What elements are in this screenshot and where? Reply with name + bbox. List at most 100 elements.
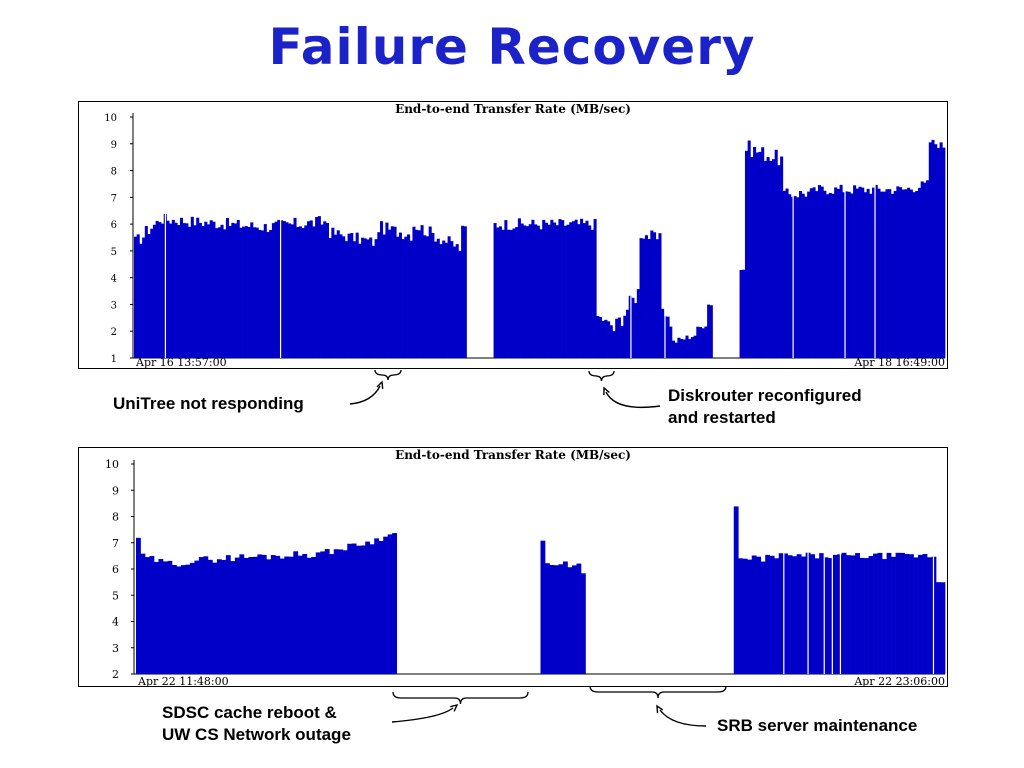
data-bar bbox=[320, 224, 324, 358]
data-bar bbox=[309, 220, 313, 358]
data-bar bbox=[886, 552, 892, 674]
data-bar bbox=[525, 226, 530, 358]
data-bar bbox=[179, 217, 184, 358]
sample-gap-line bbox=[792, 117, 794, 358]
data-bar bbox=[328, 237, 332, 358]
data-bar bbox=[628, 295, 632, 358]
chart-2-svg: End-to-end Transfer Rate (MB/sec)2345678… bbox=[105, 448, 946, 686]
data-bar bbox=[355, 232, 359, 358]
data-bar bbox=[288, 556, 294, 674]
data-bar bbox=[585, 220, 589, 358]
data-bar bbox=[301, 228, 305, 358]
data-bar bbox=[201, 225, 205, 358]
data-bar bbox=[615, 318, 619, 358]
data-bar bbox=[685, 335, 689, 358]
data-bar bbox=[623, 315, 627, 358]
data-bar bbox=[842, 192, 846, 358]
data-bar bbox=[928, 142, 932, 358]
data-bar bbox=[444, 242, 448, 358]
data-bar bbox=[398, 232, 402, 358]
data-bar bbox=[296, 227, 300, 358]
data-bar bbox=[396, 236, 400, 358]
data-bar bbox=[839, 184, 843, 358]
arrow-head bbox=[656, 704, 664, 714]
data-bar bbox=[270, 555, 276, 674]
sample-gap-line bbox=[279, 117, 282, 358]
data-bar bbox=[198, 222, 202, 358]
data-bar bbox=[609, 325, 613, 358]
data-bar bbox=[263, 224, 267, 358]
data-bar bbox=[298, 226, 302, 358]
data-bar bbox=[171, 219, 175, 358]
data-bar bbox=[331, 227, 335, 358]
data-bar bbox=[333, 549, 339, 674]
data-bar bbox=[417, 230, 421, 358]
data-bar bbox=[344, 241, 348, 358]
data-bar bbox=[891, 556, 896, 674]
sample-gap-line bbox=[932, 464, 935, 674]
data-bar bbox=[769, 555, 775, 674]
data-bar bbox=[234, 223, 238, 358]
data-bar bbox=[279, 558, 285, 674]
data-bar bbox=[582, 223, 586, 358]
data-bar bbox=[461, 225, 465, 358]
data-bar bbox=[601, 320, 605, 358]
callout-arrow bbox=[659, 709, 707, 727]
data-bar bbox=[639, 238, 643, 358]
data-bar bbox=[826, 194, 830, 358]
data-bar bbox=[636, 289, 640, 358]
data-bar bbox=[661, 308, 665, 358]
data-bar bbox=[285, 222, 289, 358]
data-bar bbox=[388, 229, 392, 358]
data-bar bbox=[338, 549, 344, 674]
data-bar bbox=[380, 221, 384, 358]
data-bar bbox=[166, 220, 170, 358]
data-bar bbox=[855, 188, 859, 358]
data-bar bbox=[580, 573, 586, 674]
data-bar bbox=[542, 219, 546, 358]
data-bar bbox=[899, 187, 903, 358]
data-bar bbox=[644, 235, 648, 358]
data-bar bbox=[463, 226, 467, 358]
data-bar bbox=[436, 238, 440, 358]
data-bar bbox=[810, 554, 816, 674]
data-bar bbox=[861, 187, 865, 358]
y-tick-label: 5 bbox=[111, 247, 117, 258]
data-bar bbox=[909, 189, 913, 358]
data-bar bbox=[658, 233, 662, 358]
data-bar bbox=[744, 150, 748, 358]
data-bar bbox=[677, 337, 681, 358]
data-bar bbox=[823, 557, 829, 674]
data-bar bbox=[216, 559, 222, 674]
data-bar bbox=[880, 191, 884, 358]
data-bar bbox=[371, 245, 375, 358]
callout-arrow bbox=[391, 707, 454, 723]
sample-gap-line bbox=[630, 117, 632, 358]
data-bar bbox=[207, 559, 213, 674]
chart-1-svg: End-to-end Transfer Rate (MB/sec)1234567… bbox=[104, 102, 946, 368]
data-bar bbox=[814, 558, 820, 674]
data-bar bbox=[234, 557, 240, 674]
data-bar bbox=[841, 552, 847, 674]
data-bar bbox=[361, 237, 365, 358]
data-bar bbox=[828, 558, 833, 674]
data-bar bbox=[501, 229, 505, 358]
data-bar bbox=[877, 188, 881, 358]
data-bar bbox=[293, 551, 299, 674]
data-bar bbox=[536, 225, 540, 358]
data-bar bbox=[655, 239, 659, 358]
data-bar bbox=[701, 328, 705, 358]
data-bar bbox=[374, 538, 380, 674]
data-bar bbox=[507, 229, 511, 358]
data-bar bbox=[423, 235, 427, 358]
data-bar bbox=[785, 188, 789, 358]
data-bar bbox=[936, 147, 940, 358]
data-bar bbox=[823, 190, 827, 358]
data-bar bbox=[544, 563, 550, 674]
data-bar bbox=[428, 226, 432, 358]
data-bar bbox=[742, 269, 746, 358]
data-bar bbox=[230, 561, 236, 674]
data-bar bbox=[189, 562, 195, 674]
y-tick-label: 10 bbox=[105, 458, 119, 471]
